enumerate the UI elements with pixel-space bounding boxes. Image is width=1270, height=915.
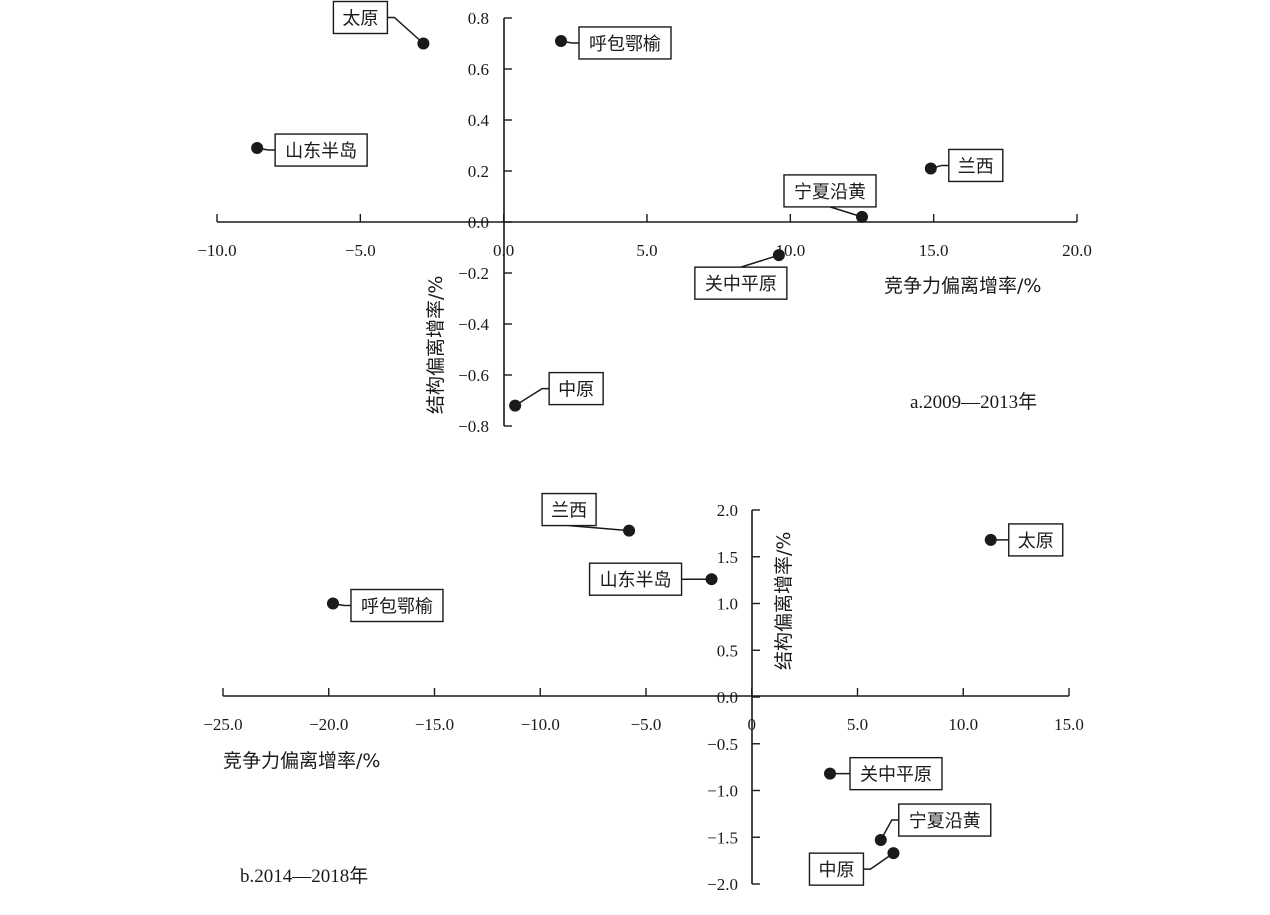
point-label: 山东半岛: [285, 141, 357, 162]
panel-a-x-tick-label: −5.0: [345, 241, 376, 260]
panel-b-x-tick-label: 15.0: [1054, 715, 1084, 734]
panel-b-x-tick-label: 0: [748, 715, 757, 734]
panel-b-x-tick-label: −10.0: [521, 715, 560, 734]
point-label-leader: [863, 852, 894, 870]
point-label-box: [350, 588, 444, 623]
panel-a-y-tick-label: 0.6: [468, 60, 489, 79]
data-point: [772, 249, 785, 262]
point-label-box: [588, 562, 683, 596]
panel-b-x-axis-title: 竞争力偏离增率/%: [223, 750, 380, 772]
point-label: 关中平原: [860, 765, 932, 786]
point-label-box: [783, 174, 877, 208]
panel-a-y-tick-label: −0.4: [458, 315, 489, 334]
point-label: 宁夏沿黄: [794, 182, 866, 203]
point-label-box: [948, 148, 1004, 183]
panel-a-y-axis-title: 结构偏离增率/%: [425, 276, 447, 414]
point-label-box: [1008, 523, 1064, 557]
point-label: 呼包鄂榆: [589, 34, 661, 55]
point-label-box: [808, 852, 865, 886]
panel-a-x-tick-label: −10.0: [197, 241, 236, 260]
point-label-leader: [740, 254, 780, 268]
panel-b-points: [326, 524, 997, 860]
panel-a-x-tick-label: 0.0: [493, 241, 514, 260]
point-label: 山东半岛: [600, 570, 672, 591]
point-label: 太原: [342, 9, 378, 30]
panel-a-y-tick-label: 0.4: [468, 111, 490, 130]
data-point: [924, 162, 937, 175]
point-label: 中原: [818, 860, 854, 881]
panel-b-y-tick-label: 1.0: [717, 595, 738, 614]
panel-a-y-tick-label: 0.0: [468, 213, 489, 232]
point-label-leader: [569, 524, 630, 532]
panel-b-y-tick-label: 0.0: [717, 688, 738, 707]
panel-b-y-tick-label: −2.0: [707, 875, 738, 894]
panel-a-x-tick-label: 5.0: [636, 241, 657, 260]
point-label: 太原: [1018, 531, 1054, 552]
panel-b-caption: b.2014—2018年: [240, 865, 368, 887]
panel-a-y-tick-label: −0.2: [458, 264, 489, 283]
data-point: [984, 533, 997, 546]
panel-a-y-tick-label: −0.8: [458, 417, 489, 436]
panel-b-y-axis-title: 结构偏离增率/%: [773, 532, 795, 670]
panel-b-y-tick-label: 0.5: [717, 641, 738, 660]
panel-a-x-tick-label: 15.0: [919, 241, 949, 260]
data-point: [326, 597, 339, 610]
data-point: [856, 210, 868, 223]
point-label-box: [849, 756, 943, 791]
point-label-box: [541, 492, 597, 527]
panel-b-y-tick-label: 1.5: [717, 548, 738, 567]
panel-b-y-tick-label: −0.5: [707, 735, 738, 754]
point-label: 兰西: [551, 501, 587, 522]
point-label: 宁夏沿黄: [909, 811, 981, 832]
panel-b-x-tick-label: 10.0: [948, 715, 978, 734]
panel-b-x-tick-label: −25.0: [203, 715, 242, 734]
panel-a-x-axis-title: 竞争力偏离增率/%: [884, 275, 1041, 297]
panel-b-x-tick-label: −5.0: [631, 715, 662, 734]
point-label-box: [332, 0, 389, 35]
point-label: 兰西: [958, 156, 994, 177]
data-point: [887, 847, 900, 860]
data-point: [555, 34, 567, 47]
panel-a-points: [251, 34, 937, 412]
point-label: 呼包鄂榆: [361, 597, 433, 618]
point-label-box: [578, 26, 672, 60]
point-label: 关中平原: [705, 274, 777, 295]
point-label-leader: [387, 16, 424, 45]
data-point: [623, 524, 636, 537]
panel-a-y-tick-label: 0.2: [468, 162, 489, 181]
panel-b-y-tick-label: −1.0: [707, 782, 738, 801]
data-point: [417, 37, 430, 50]
panel-a-caption: a.2009—2013年: [910, 391, 1037, 413]
panel-a-y-tick-label: 0.8: [468, 9, 489, 28]
data-point: [874, 834, 887, 847]
data-point: [705, 573, 718, 586]
panel-b-ticks: −25.0 −20.0 −15.0 −10.0 −5.0 0 5.0 10.0 15.0 2.0 1…: [203, 501, 1084, 894]
data-point: [824, 767, 837, 780]
panel-a-y-tick-label: −0.6: [458, 366, 489, 385]
panel-b-x-tick-label: 5.0: [847, 715, 868, 734]
panel-b-x-tick-label: −15.0: [415, 715, 454, 734]
panel-b-y-tick-label: −1.5: [707, 828, 738, 847]
point-label: 中原: [558, 380, 594, 401]
data-point: [509, 399, 522, 412]
panel-a-x-tick-label: 20.0: [1062, 241, 1092, 260]
panel-b-y-tick-label: 2.0: [717, 501, 738, 520]
panel-b-chart: −25.0 −20.0 −15.0 −10.0 −5.0 0 5.0 10.0 15.0 2.0 1…: [203, 492, 1084, 894]
point-label-leader: [514, 387, 550, 407]
point-label-box: [274, 133, 368, 167]
point-label-box: [898, 803, 992, 837]
data-point: [251, 142, 264, 155]
point-label-leader: [880, 819, 899, 841]
point-label-box: [548, 371, 604, 406]
panel-b-x-tick-label: −20.0: [309, 715, 348, 734]
point-label-box: [694, 266, 788, 300]
